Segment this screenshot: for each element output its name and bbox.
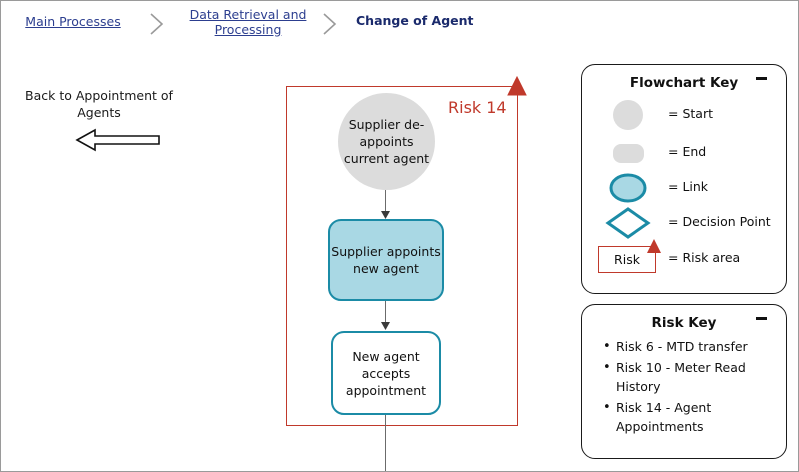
legend-label: = Start xyxy=(668,106,713,121)
legend-label: = Decision Point xyxy=(668,214,771,229)
arrow-left-icon xyxy=(75,128,160,152)
flow-node-start[interactable]: Supplier de-appoints current agent xyxy=(338,93,435,190)
flow-connector xyxy=(385,301,386,324)
risk-key-title: Risk Key xyxy=(651,315,717,331)
flowchart-key-panel: Flowchart Key = Start = End = Link = Dec xyxy=(581,64,787,294)
arrow-down-icon xyxy=(381,322,390,330)
risk-area-label: Risk 14 xyxy=(448,98,507,117)
legend-label: = Risk area xyxy=(668,250,741,265)
ellipse-shape-icon xyxy=(609,173,647,203)
breadcrumb: Main Processes Data Retrieval and Proces… xyxy=(1,1,561,47)
legend-item-end: = End xyxy=(596,136,782,170)
chevron-right-icon xyxy=(150,13,164,35)
legend-label: = Link xyxy=(668,179,709,194)
back-to-appointment-link[interactable]: Back to Appointment of Agents xyxy=(3,87,195,156)
circle-shape-icon xyxy=(613,100,643,130)
pill-shape-icon xyxy=(613,144,644,163)
legend-risk-box: Risk xyxy=(598,246,656,273)
minimize-icon[interactable] xyxy=(756,77,767,80)
diamond-shape-icon xyxy=(605,207,651,239)
back-link-label: Back to Appointment of Agents xyxy=(25,88,173,120)
list-item: Risk 10 - Meter Read History xyxy=(603,358,776,397)
arrow-down-icon xyxy=(381,211,390,219)
legend-item-decision-point: = Decision Point xyxy=(596,206,782,240)
arrow-up-icon xyxy=(507,75,527,96)
risk-key-list: Risk 6 - MTD transfer Risk 10 - Meter Re… xyxy=(598,337,776,438)
arrow-up-icon xyxy=(647,239,661,253)
chevron-right-icon xyxy=(323,13,337,35)
flow-node-new-agent-accepts[interactable]: New agent accepts appointment xyxy=(331,331,441,415)
flow-node-supplier-appoints[interactable]: Supplier appoints new agent xyxy=(328,219,444,301)
breadcrumb-item-change-of-agent: Change of Agent xyxy=(356,13,474,28)
minimize-icon[interactable] xyxy=(756,317,767,320)
list-item: Risk 14 - Agent Appointments xyxy=(603,398,776,437)
flowchart-key-title: Flowchart Key xyxy=(629,75,739,91)
legend-label: = End xyxy=(668,144,707,159)
breadcrumb-item-data-retrieval[interactable]: Data Retrieval and Processing xyxy=(189,7,307,37)
flow-connector-exit xyxy=(385,415,386,471)
list-item: Risk 6 - MTD transfer xyxy=(603,337,776,357)
flow-connector xyxy=(385,190,386,213)
breadcrumb-item-main-processes[interactable]: Main Processes xyxy=(25,14,121,29)
legend-item-risk-area: Risk = Risk area xyxy=(596,239,782,276)
risk-key-panel: Risk Key Risk 6 - MTD transfer Risk 10 -… xyxy=(581,304,787,459)
legend-item-start: = Start xyxy=(596,98,782,132)
risk-area-boundary xyxy=(286,86,518,426)
legend-item-link: = Link xyxy=(596,171,782,205)
